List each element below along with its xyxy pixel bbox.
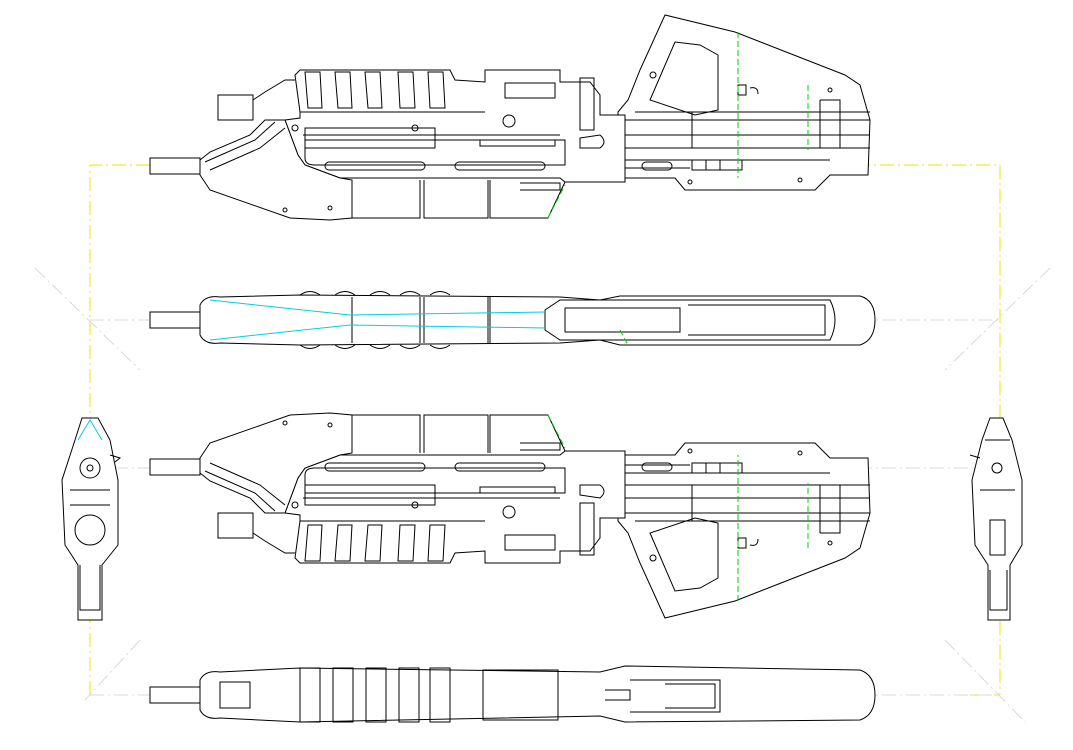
top-view	[149, 291, 876, 349]
bottom-view	[149, 665, 876, 723]
front-view	[61, 417, 122, 621]
rear-view	[969, 417, 1023, 621]
side-view-right	[149, 412, 871, 619]
side-view-left	[149, 14, 871, 221]
